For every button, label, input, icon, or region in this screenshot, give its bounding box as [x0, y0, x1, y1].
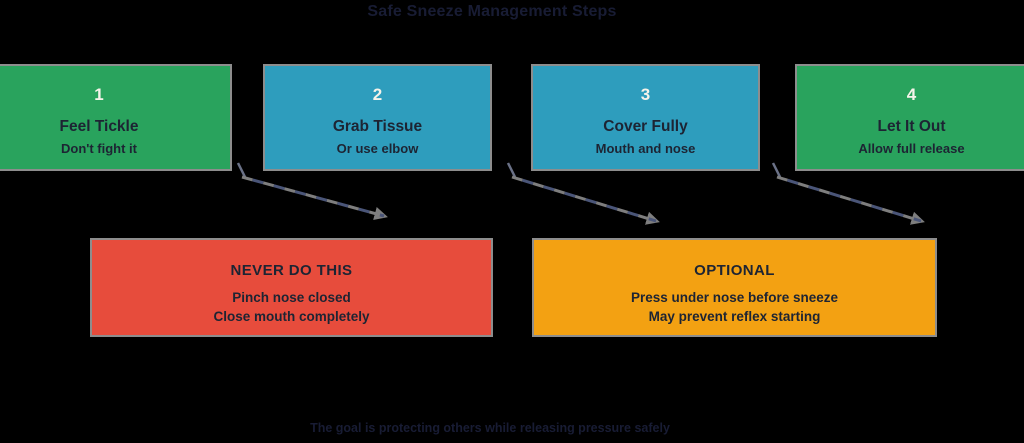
callout-line: Pinch nose closed	[232, 290, 351, 305]
step-subtitle: Mouth and nose	[595, 141, 696, 156]
callout-never-do-this: NEVER DO THIS Pinch nose closed Close mo…	[90, 238, 493, 337]
step-title: Let It Out	[877, 118, 946, 135]
diagram-title: Safe Sneeze Management Steps	[367, 3, 617, 20]
step-title: Feel Tickle	[59, 118, 139, 135]
diagram-caption: The goal is protecting others while rele…	[310, 421, 670, 435]
step-box-1: 1 Feel Tickle Don't fight it	[0, 64, 232, 171]
callout-heading: OPTIONAL	[694, 262, 775, 279]
step-title: Cover Fully	[603, 118, 688, 135]
callout-line: Press under nose before sneeze	[630, 290, 839, 305]
step-box-4: 4 Let It Out Allow full release	[795, 64, 1024, 171]
step-title: Grab Tissue	[332, 118, 423, 135]
callout-optional: OPTIONAL Press under nose before sneeze …	[532, 238, 937, 337]
step-number: 1	[94, 85, 104, 104]
callout-line: Close mouth completely	[213, 309, 370, 324]
step-number: 3	[640, 85, 651, 104]
callout-heading: NEVER DO THIS	[230, 262, 353, 279]
connector-arrow-2	[506, 162, 660, 225]
step-subtitle: Don't fight it	[60, 141, 137, 156]
callout-line: May prevent reflex starting	[648, 309, 821, 324]
step-subtitle: Or use elbow	[336, 141, 419, 156]
step-subtitle: Allow full release	[858, 141, 965, 156]
connector-arrow-3	[771, 162, 925, 225]
step-box-2: 2 Grab Tissue Or use elbow	[263, 64, 492, 171]
step-number: 2	[372, 85, 383, 104]
step-number: 4	[906, 85, 917, 104]
step-box-3: 3 Cover Fully Mouth and nose	[531, 64, 760, 171]
